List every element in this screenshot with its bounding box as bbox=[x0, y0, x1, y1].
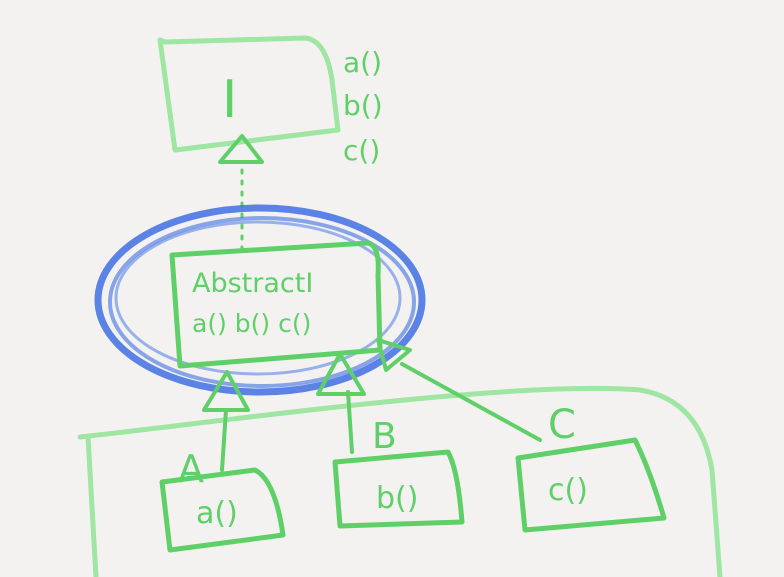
inheritance-line-b bbox=[346, 390, 354, 454]
inheritance-line-c bbox=[400, 362, 542, 442]
interface-method-b: b() bbox=[343, 89, 383, 122]
inheritance-arrowhead-a bbox=[202, 370, 250, 412]
subclass-b-name: B bbox=[372, 416, 397, 457]
interface-method-a: a() bbox=[343, 46, 382, 79]
subclass-b-method: b() bbox=[376, 481, 418, 516]
interface-label: I bbox=[222, 70, 237, 130]
subclass-b-box bbox=[332, 449, 465, 529]
realization-arrowhead bbox=[218, 134, 264, 164]
inheritance-arrowhead-c bbox=[376, 338, 412, 372]
inheritance-arrows bbox=[202, 338, 542, 472]
inheritance-arrowhead-b bbox=[316, 352, 366, 396]
inheritance-line-a bbox=[220, 408, 228, 472]
abstract-class-box bbox=[169, 240, 383, 369]
interface-method-c: c() bbox=[343, 134, 380, 167]
subclass-a-name: A bbox=[178, 447, 204, 491]
subclass-c-box bbox=[515, 437, 667, 533]
abstract-class-title: AbstractI bbox=[192, 268, 313, 299]
highlight-circle bbox=[94, 204, 426, 396]
subclass-group-outline bbox=[77, 385, 723, 577]
subclass-a-method: a() bbox=[196, 496, 238, 531]
subclass-c-name: C bbox=[548, 402, 576, 448]
subclass-c-method: c() bbox=[548, 473, 588, 508]
abstract-class-methods: a() b() c() bbox=[192, 309, 311, 338]
interface-box bbox=[157, 35, 341, 153]
subclass-a-box bbox=[159, 467, 286, 553]
